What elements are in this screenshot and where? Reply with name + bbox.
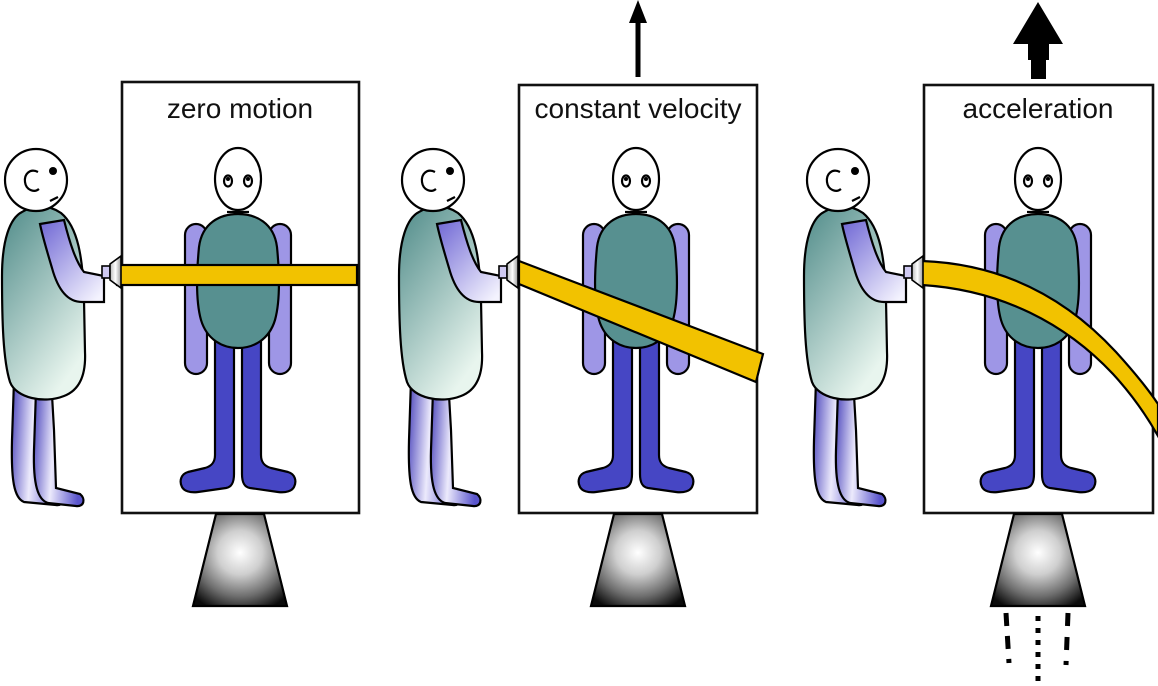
thruster-1 — [191, 512, 289, 608]
label-acceleration: acceleration — [963, 93, 1114, 124]
observer-2 — [397, 147, 503, 508]
thrust-exhaust-dashes — [1003, 612, 1071, 686]
thruster-3 — [989, 512, 1087, 608]
panel-acceleration: acceleration — [802, 2, 1158, 686]
light-beam-diagonal — [517, 259, 765, 384]
thin-up-arrow-icon — [629, 0, 647, 77]
thruster-2 — [589, 512, 687, 608]
thick-up-arrow-icon — [1013, 2, 1063, 79]
panel-constant-velocity: constant velocity — [397, 0, 765, 608]
label-constant-velocity: constant velocity — [535, 93, 742, 124]
light-beam-curved — [920, 259, 1158, 439]
light-beam-straight — [115, 263, 359, 287]
panel-zero-motion: zero motion — [0, 80, 361, 608]
observer-3 — [802, 147, 908, 508]
label-zero-motion: zero motion — [167, 93, 313, 124]
observer-1 — [0, 147, 106, 508]
